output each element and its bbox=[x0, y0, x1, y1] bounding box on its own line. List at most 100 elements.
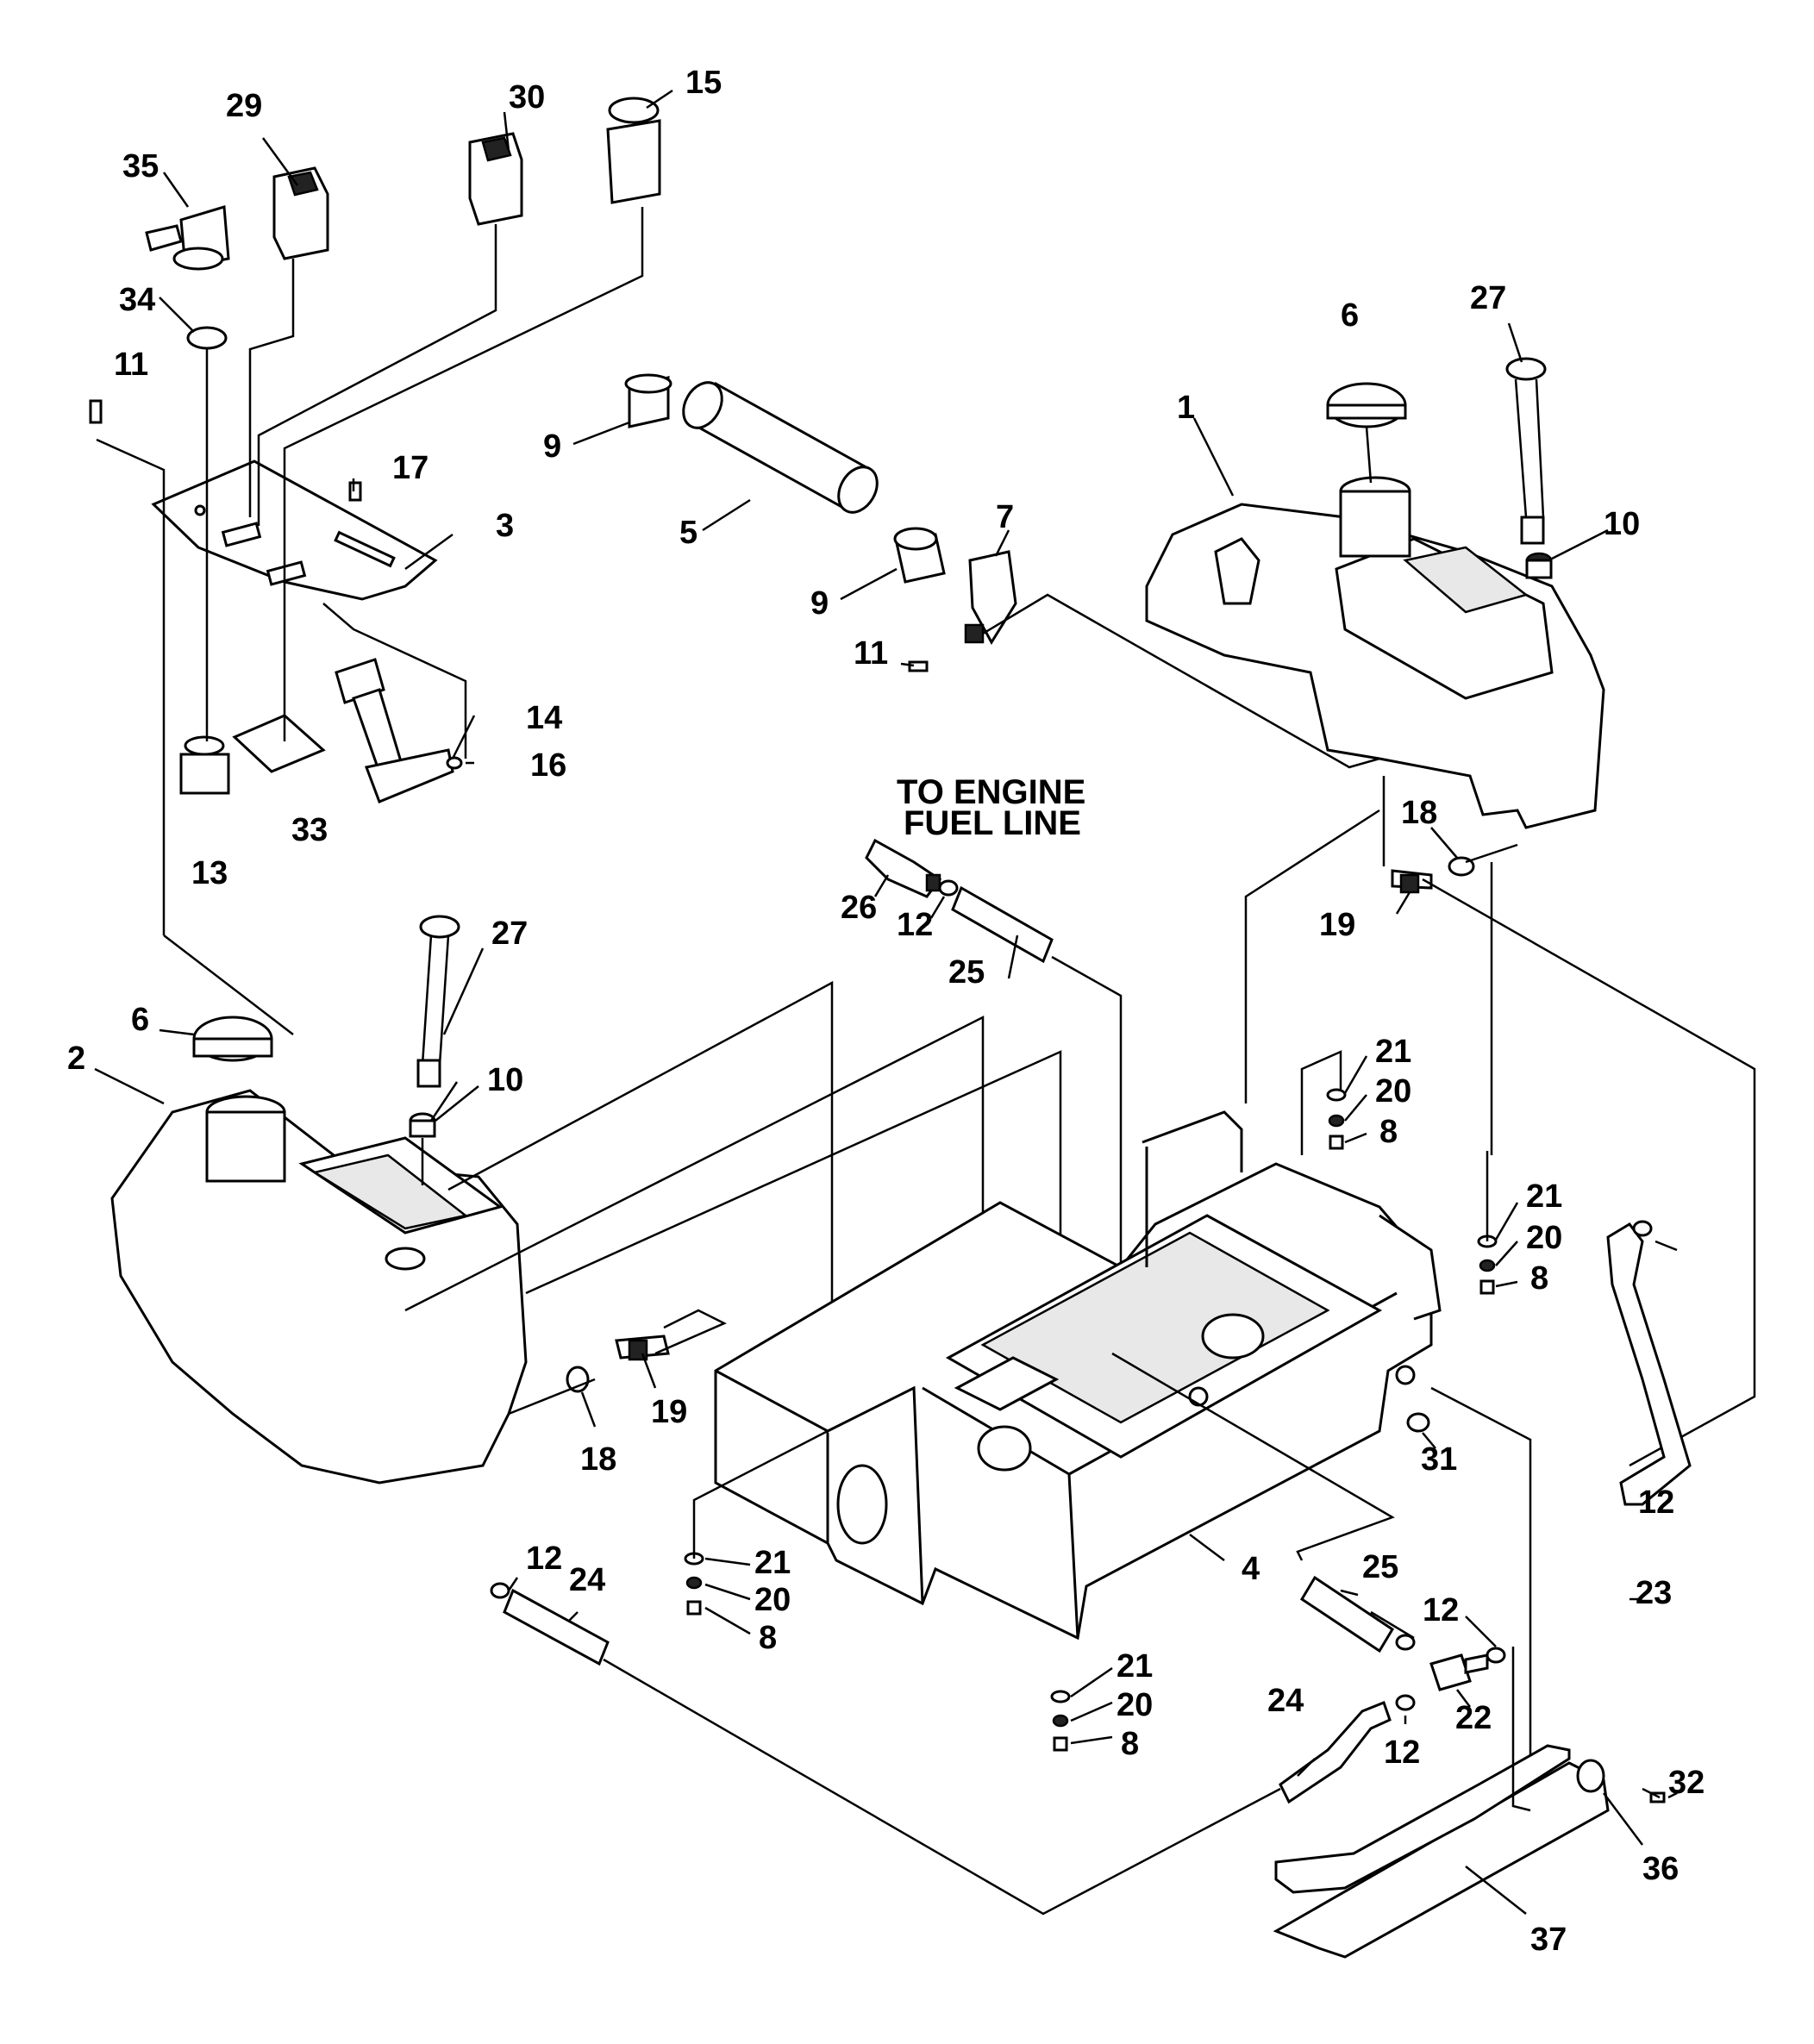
callout-22: 22 bbox=[1455, 1700, 1492, 1736]
callout-24-left: 24 bbox=[569, 1562, 605, 1598]
callout-11-left: 11 bbox=[114, 347, 148, 383]
grommet-10-right bbox=[1525, 552, 1553, 579]
sleeve-9-upper bbox=[624, 373, 672, 428]
callout-18-right: 18 bbox=[1401, 795, 1437, 831]
callout-30: 30 bbox=[509, 79, 545, 116]
callout-33: 33 bbox=[291, 812, 328, 848]
callout-20-b: 20 bbox=[1526, 1220, 1562, 1256]
callout-10-left: 10 bbox=[487, 1062, 523, 1098]
screw-17 bbox=[348, 481, 362, 502]
callout-24-right: 24 bbox=[1267, 1683, 1304, 1719]
callout-12-top: 12 bbox=[897, 907, 933, 943]
throttle-lever-14 bbox=[335, 658, 454, 803]
callout-16: 16 bbox=[530, 747, 566, 784]
grommet-10-left bbox=[409, 1112, 436, 1138]
callout-7: 7 bbox=[996, 499, 1014, 535]
fitting-36 bbox=[1576, 1759, 1605, 1793]
clamp-12-right bbox=[1486, 1647, 1506, 1664]
callout-14: 14 bbox=[526, 700, 562, 736]
callout-27-left: 27 bbox=[491, 916, 528, 952]
callout-3: 3 bbox=[496, 508, 514, 544]
callout-29: 29 bbox=[226, 88, 262, 124]
callout-26: 26 bbox=[841, 890, 877, 926]
callout-4: 4 bbox=[1242, 1551, 1260, 1587]
panel-plate-3 bbox=[151, 459, 438, 601]
callout-21-d: 21 bbox=[1117, 1648, 1153, 1685]
callout-6-left: 6 bbox=[131, 1002, 149, 1038]
leader-lines-frame bbox=[692, 1050, 1532, 1853]
cap-6-left bbox=[192, 1016, 273, 1062]
callout-8-b: 8 bbox=[1530, 1260, 1548, 1297]
callout-25-top: 25 bbox=[948, 954, 985, 991]
callout-10-right: 10 bbox=[1604, 506, 1640, 542]
callout-2: 2 bbox=[67, 1041, 85, 1077]
callout-12-left: 12 bbox=[526, 1541, 562, 1577]
callout-21-a: 21 bbox=[1375, 1034, 1411, 1070]
push-button-15 bbox=[606, 97, 661, 204]
callout-19-left: 19 bbox=[651, 1394, 687, 1430]
callout-5: 5 bbox=[679, 515, 697, 551]
hose-25-bottom bbox=[1299, 1575, 1395, 1653]
tube-5 bbox=[682, 381, 879, 514]
clamp-12-left bbox=[490, 1582, 510, 1599]
screw-11-left bbox=[89, 399, 103, 424]
callout-12-far: 12 bbox=[1638, 1485, 1674, 1521]
hardware-stack-c bbox=[684, 1552, 704, 1616]
clamp-12-far bbox=[1632, 1220, 1653, 1237]
callout-6-right: 6 bbox=[1341, 297, 1359, 334]
note-line-1: TO ENGINE bbox=[897, 773, 1085, 811]
nut-34 bbox=[186, 326, 228, 350]
hardware-stack-b bbox=[1477, 1235, 1498, 1295]
callout-25-bottom: 25 bbox=[1362, 1549, 1398, 1585]
callout-18-left: 18 bbox=[580, 1441, 616, 1478]
callout-8-d: 8 bbox=[1121, 1726, 1139, 1762]
rocker-switch-29 bbox=[272, 166, 329, 260]
gasket-33 bbox=[232, 714, 326, 773]
callout-32: 32 bbox=[1668, 1765, 1705, 1801]
callout-21-b: 21 bbox=[1526, 1178, 1562, 1215]
note-line-2: FUEL LINE bbox=[904, 804, 1081, 842]
fuel-tank-2 bbox=[110, 1089, 528, 1485]
shutoff-valve-22 bbox=[1429, 1653, 1489, 1691]
callout-19-right: 19 bbox=[1319, 907, 1355, 943]
sender-27-left bbox=[416, 915, 460, 1088]
washer-18-left bbox=[566, 1366, 590, 1393]
clamp-12-bottom bbox=[1395, 1694, 1416, 1711]
rocker-switch-30 bbox=[468, 132, 523, 226]
callout-8-a: 8 bbox=[1379, 1114, 1398, 1150]
callout-21-c: 21 bbox=[754, 1545, 791, 1581]
hose-25-top bbox=[951, 885, 1054, 964]
key-switch-part bbox=[145, 205, 230, 271]
callout-37: 37 bbox=[1530, 1922, 1567, 1958]
sleeve-9-lower bbox=[893, 527, 946, 584]
callout-15: 15 bbox=[685, 65, 722, 101]
nut-16 bbox=[446, 756, 463, 770]
cap-6-right bbox=[1326, 382, 1407, 428]
hose-24-left bbox=[503, 1588, 610, 1666]
callout-31: 31 bbox=[1421, 1441, 1457, 1478]
leader-lines-lower bbox=[507, 1240, 1678, 1916]
callout-11-mid: 11 bbox=[854, 635, 888, 672]
leader-lines-control bbox=[96, 89, 673, 1035]
callout-12-mid: 12 bbox=[1423, 1592, 1459, 1628]
callout-20-c: 20 bbox=[754, 1582, 791, 1618]
hardware-stack-a bbox=[1326, 1088, 1347, 1150]
callout-20-a: 20 bbox=[1375, 1073, 1411, 1110]
hose-24-right bbox=[1279, 1701, 1392, 1804]
callout-23: 23 bbox=[1636, 1575, 1672, 1611]
sender-27-right bbox=[1505, 357, 1547, 545]
leader-lines-engine bbox=[873, 874, 1123, 1366]
callout-12-bottom: 12 bbox=[1384, 1735, 1420, 1771]
callout-34: 34 bbox=[119, 282, 155, 318]
screw-11-mid bbox=[908, 660, 929, 672]
fuel-tank-1 bbox=[1145, 476, 1605, 829]
callout-1: 1 bbox=[1177, 390, 1195, 426]
clamp-12-top bbox=[938, 879, 959, 897]
callout-35: 35 bbox=[122, 148, 159, 184]
fuel-filter-26 bbox=[865, 838, 942, 898]
hardware-stack-d bbox=[1050, 1690, 1071, 1752]
bracket-37 bbox=[1273, 1744, 1610, 1959]
callout-20-d: 20 bbox=[1117, 1687, 1153, 1723]
clamp-12-mid bbox=[1395, 1634, 1416, 1651]
